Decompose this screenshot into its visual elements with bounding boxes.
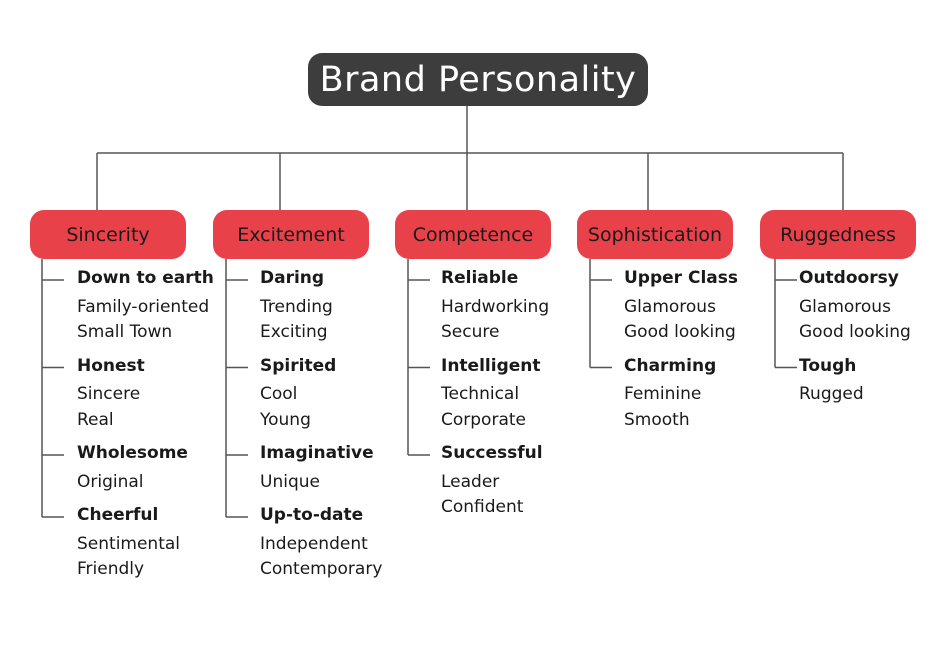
facet-up-to-date: Up-to-date	[260, 505, 364, 525]
trait-technical: Technical	[441, 384, 520, 404]
dimension-label: Sincerity	[66, 223, 150, 246]
facet-tough: Tough	[799, 355, 857, 376]
trait-sincere: Sincere	[77, 384, 141, 404]
dimension-competence: Competence	[395, 210, 551, 259]
dimension-ruggedness: Ruggedness	[760, 210, 916, 259]
trait-good-looking: Good looking	[799, 322, 911, 342]
trait-smooth: Smooth	[624, 409, 690, 430]
trait-leader: Leader	[441, 471, 500, 492]
dimension-label: Competence	[412, 223, 534, 246]
trait-sentimental: Sentimental	[77, 533, 181, 554]
trait-feminine: Feminine	[624, 384, 702, 404]
dimension-label: Excitement	[237, 223, 345, 246]
trait-trending: Trending	[260, 296, 333, 317]
trait-hardworking: Hardworking	[441, 296, 550, 317]
root-node: Brand Personality	[308, 53, 648, 106]
facet-reliable: Reliable	[441, 268, 519, 288]
facet-charming: Charming	[624, 355, 717, 376]
trait-corporate: Corporate	[441, 409, 526, 430]
trait-original: Original	[77, 471, 144, 492]
facet-spirited: Spirited	[260, 355, 337, 376]
trait-good-looking: Good looking	[624, 322, 736, 342]
trait-glamorous: Glamorous	[624, 296, 716, 317]
trait-cool: Cool	[260, 384, 298, 404]
facet-intelligent: Intelligent	[441, 355, 541, 376]
facet-honest: Honest	[77, 355, 145, 376]
trait-real: Real	[77, 409, 114, 430]
trait-friendly: Friendly	[77, 559, 145, 579]
trait-unique: Unique	[260, 471, 320, 492]
trait-independent: Independent	[260, 533, 368, 554]
trait-secure: Secure	[441, 322, 500, 342]
trait-family-oriented: Family-oriented	[77, 296, 210, 317]
dimension-sincerity: Sincerity	[30, 210, 186, 259]
facet-upper-class: Upper Class	[624, 268, 738, 288]
facet-cheerful: Cheerful	[77, 505, 159, 525]
trait-confident: Confident	[441, 497, 524, 517]
facet-down-to-earth: Down to earth	[77, 268, 214, 288]
root-label: Brand Personality	[319, 59, 637, 100]
facet-wholesome: Wholesome	[77, 443, 188, 463]
trait-rugged: Rugged	[799, 384, 864, 404]
trait-glamorous: Glamorous	[799, 296, 891, 317]
trait-young: Young	[260, 409, 311, 430]
dimension-label: Sophistication	[587, 223, 723, 246]
facet-successful: Successful	[441, 443, 543, 463]
dimension-sophistication: Sophistication	[577, 210, 733, 259]
dimension-excitement: Excitement	[213, 210, 369, 259]
trait-small-town: Small Town	[77, 322, 173, 342]
trait-contemporary: Contemporary	[260, 559, 383, 579]
trait-exciting: Exciting	[260, 322, 328, 342]
dimension-label: Ruggedness	[780, 223, 896, 246]
facet-daring: Daring	[260, 268, 325, 288]
facet-imaginative: Imaginative	[260, 443, 374, 463]
facet-outdoorsy: Outdoorsy	[799, 268, 899, 288]
